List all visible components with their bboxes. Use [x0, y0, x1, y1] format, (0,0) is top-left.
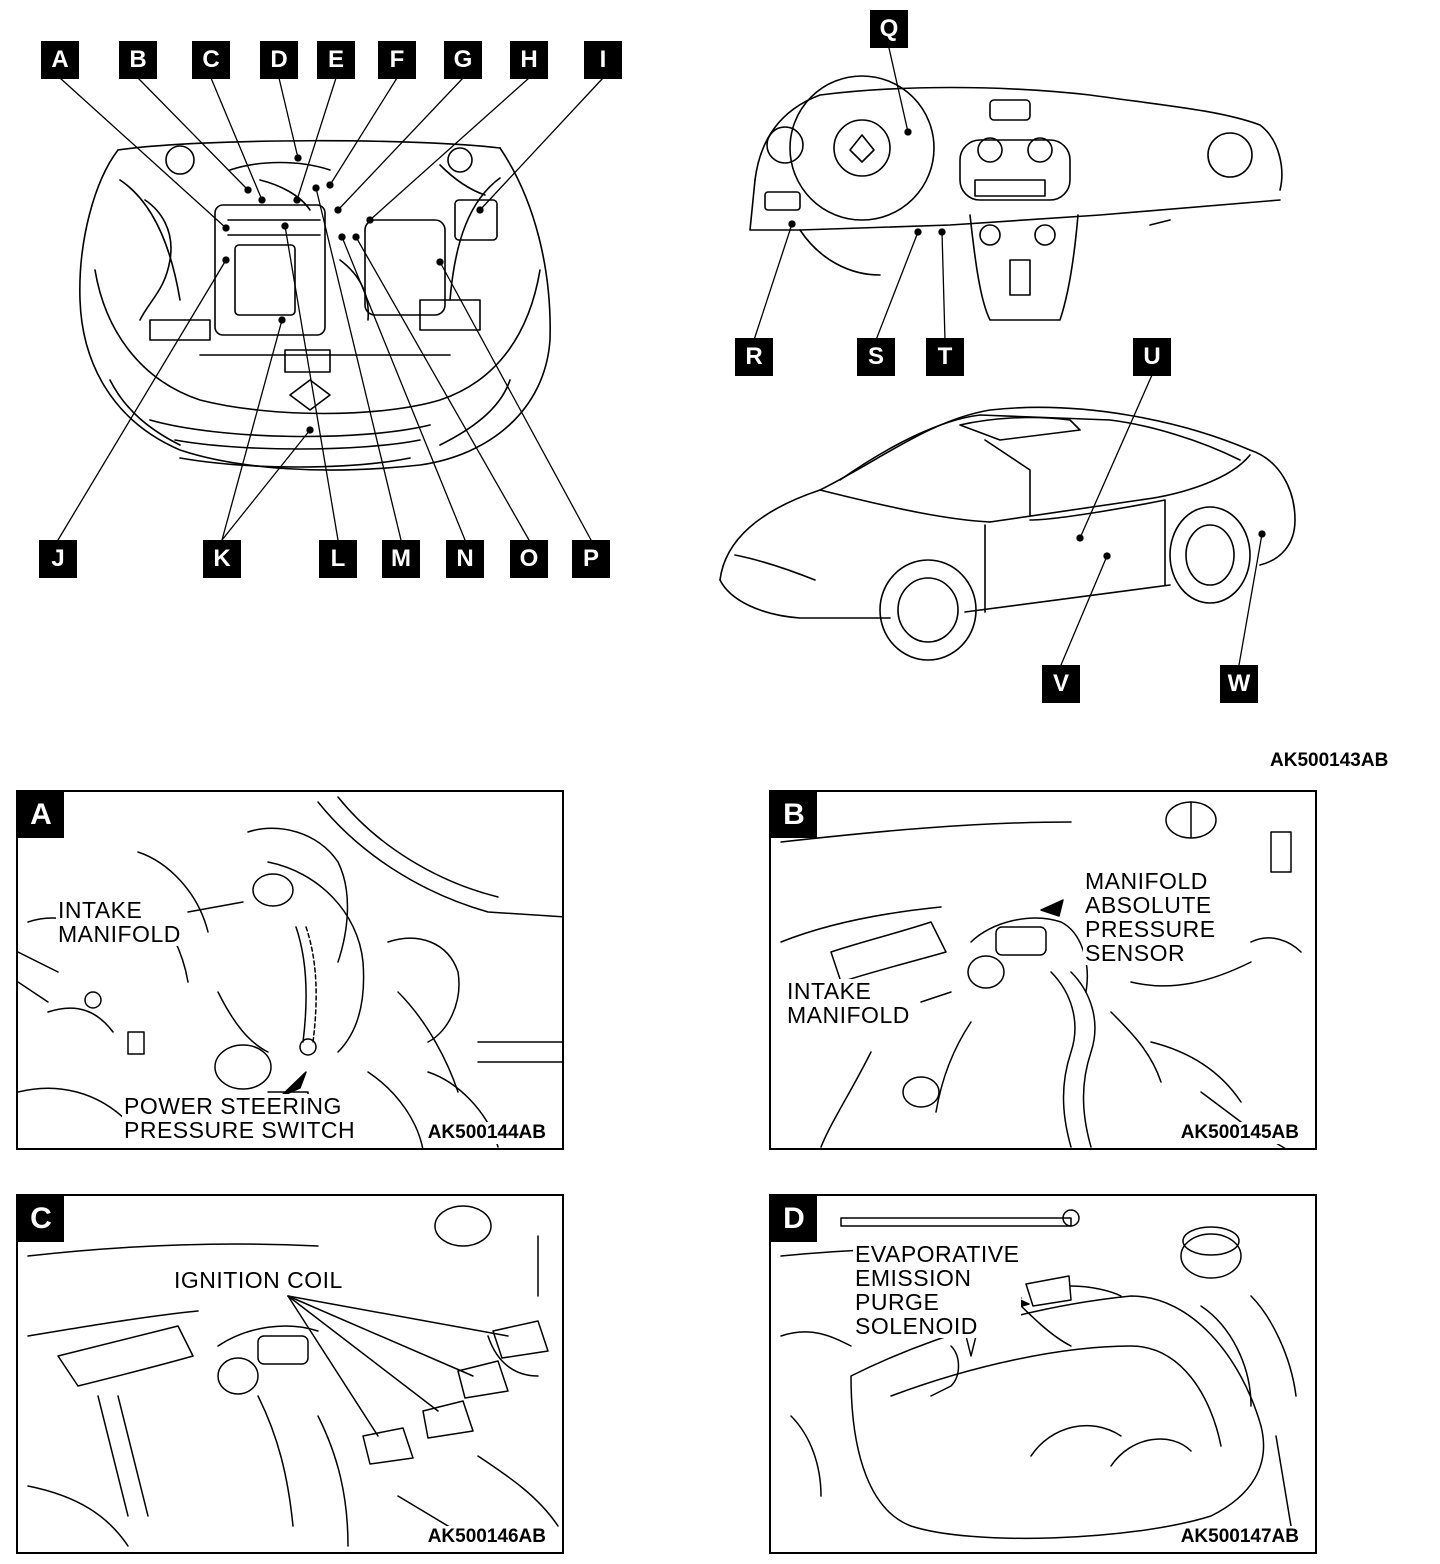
callout-d: D: [260, 41, 298, 79]
detail-panel-c: C IGNITION COIL AK500146AB: [16, 1194, 564, 1554]
overview-figure-code: AK500143AB: [1270, 750, 1389, 771]
car-leader-lines: [1060, 374, 1266, 666]
dashboard-leader-lines: [753, 47, 946, 341]
callout-c: C: [192, 41, 230, 79]
panel-c-illustration: [27, 1205, 559, 1547]
callout-l: L: [319, 540, 357, 578]
panel-a-caption-intake-manifold: INTAKE MANIFOLD: [56, 897, 183, 947]
detail-panel-b: B MANIFOLD ABSOLUTE PRESSURE SENSOR INTA…: [769, 790, 1317, 1150]
panel-c-code: AK500146AB: [425, 1526, 548, 1548]
detail-panel-a: A INTAKE MANIFOLD POWER STEERING PRESSUR…: [16, 790, 564, 1150]
callout-t: T: [926, 338, 964, 376]
callout-q: Q: [870, 10, 908, 48]
engine-leader-lines: [57, 77, 604, 541]
panel-a-code: AK500144AB: [425, 1122, 548, 1144]
callout-a: A: [41, 41, 79, 79]
engine-bay-drawing: [79, 139, 551, 471]
panel-d-caption-evap-purge-solenoid: EVAPORATIVE EMISSION PURGE SOLENOID: [853, 1241, 1022, 1339]
panel-b-illustration: [780, 801, 1302, 1148]
callout-r: R: [735, 338, 773, 376]
panel-b-caption-intake-manifold: INTAKE MANIFOLD: [785, 978, 912, 1028]
callout-w: W: [1220, 665, 1258, 703]
panel-d-label: D: [771, 1196, 817, 1242]
detail-panel-d: D EVAPORATIVE EMISSION PURGE SOLENOID AK…: [769, 1194, 1317, 1554]
callout-s: S: [857, 338, 895, 376]
panel-a-caption-power-steering-pressure-switch: POWER STEERING PRESSURE SWITCH: [122, 1093, 358, 1143]
callout-b: B: [119, 41, 157, 79]
callout-k: K: [203, 540, 241, 578]
car-drawing: [719, 406, 1296, 661]
callout-e: E: [317, 41, 355, 79]
callout-v: V: [1042, 665, 1080, 703]
callout-u: U: [1133, 338, 1171, 376]
callout-o: O: [510, 540, 548, 578]
callout-j: J: [39, 540, 77, 578]
panel-b-caption-map-sensor: MANIFOLD ABSOLUTE PRESSURE SENSOR: [1083, 868, 1218, 966]
dashboard-drawing: [749, 75, 1283, 321]
panel-b-code: AK500145AB: [1178, 1122, 1301, 1144]
panel-a-label: A: [18, 792, 64, 838]
panel-b-label: B: [771, 792, 817, 838]
panel-c-caption-ignition-coil: IGNITION COIL: [172, 1267, 345, 1293]
panel-c-label: C: [18, 1196, 64, 1242]
overview-illustration: [57, 47, 1296, 666]
callout-n: N: [446, 540, 484, 578]
callout-p: P: [572, 540, 610, 578]
callout-m: M: [382, 540, 420, 578]
panel-d-code: AK500147AB: [1178, 1526, 1301, 1548]
callout-g: G: [444, 41, 482, 79]
callout-h: H: [510, 41, 548, 79]
callout-i: I: [584, 41, 622, 79]
callout-f: F: [378, 41, 416, 79]
